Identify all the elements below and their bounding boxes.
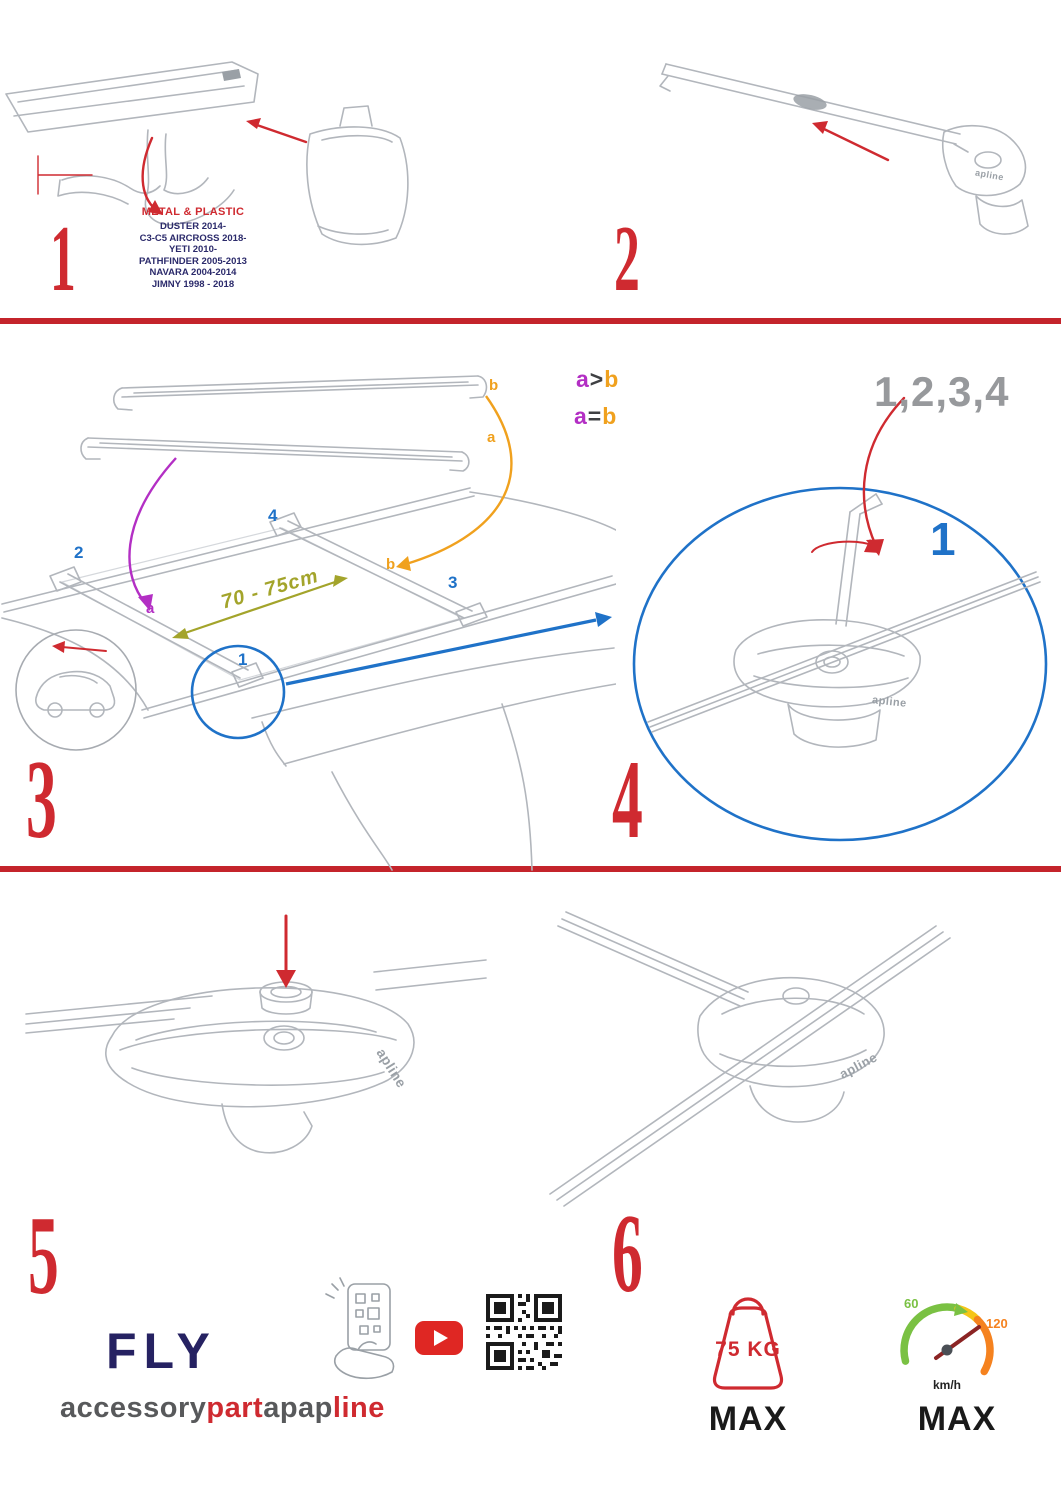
model-item: JIMNY 1998 - 2018 [151, 278, 235, 290]
max-speed-gauge-icon [900, 1303, 994, 1376]
detail-arrow [285, 612, 612, 686]
brand-ap: ap [298, 1392, 333, 1424]
legend-a: a [574, 403, 588, 429]
brand-ap: ap [263, 1392, 299, 1424]
step1-red-arrows [37, 118, 308, 215]
roof-pos-a-label: a [146, 600, 155, 617]
step-5-number: 5 [28, 1194, 59, 1318]
detail-circle-number: 1 [238, 650, 248, 669]
brand-accessory: accessory [60, 1392, 207, 1424]
bar-logo-patch [222, 69, 241, 81]
speed-low-tick: 60 [904, 1296, 919, 1311]
legend-row-2: a=b [574, 403, 617, 430]
step-6-number: 6 [612, 1192, 643, 1316]
model-item: C3-C5 AIRCROSS 2018- [139, 232, 247, 244]
model-item: PATHFINDER 2005-2013 [139, 255, 247, 267]
youtube-icon [415, 1321, 463, 1355]
legend-op: > [589, 366, 605, 392]
gauge-green-arrowhead [954, 1303, 968, 1316]
legend-b: b [602, 403, 618, 429]
max-weight-label: MAX [708, 1400, 788, 1438]
loose-bar-b-label: b [489, 377, 499, 394]
gauge-needle [934, 1325, 981, 1360]
car-direction-inset [15, 629, 137, 751]
legend-a: a [576, 366, 590, 392]
divider-top [0, 318, 1061, 324]
model-item: DUSTER 2014- [160, 221, 226, 232]
step2-red-arrow [812, 121, 890, 162]
qr-code-icon [486, 1294, 562, 1370]
roof-pos-b-label: b [386, 556, 396, 573]
brand-line: line [332, 1392, 385, 1424]
right-side-number: 3 [448, 573, 458, 592]
speed-unit-label: km/h [932, 1378, 961, 1392]
model-item: YETI 2010- [168, 244, 218, 255]
phone-scan-icon [325, 1277, 395, 1380]
bar-b-curve [396, 395, 513, 571]
rear-bar-number: 4 [268, 506, 278, 525]
step1-clamp-diagram [5, 61, 409, 246]
step5-knob-diagram [25, 914, 487, 1154]
legend-op: = [587, 403, 603, 429]
brand-part: part [206, 1392, 264, 1424]
bar-end-slot [793, 94, 827, 110]
step-1-number: 1 [50, 207, 76, 311]
sequence-first-reference: 1 [930, 513, 956, 565]
front-bar-number: 2 [74, 543, 84, 562]
zoom-ellipse [632, 486, 1048, 842]
speed-high-tick: 120 [986, 1316, 1008, 1331]
tighten-sequence: 1,2,3,4 [874, 368, 1010, 415]
gauge-pivot [941, 1344, 953, 1356]
loose-bar-a-label: a [487, 429, 496, 446]
step1-material-title: METAL & PLASTIC [141, 206, 245, 218]
fly-logo: FLY [106, 1323, 217, 1379]
max-speed-label: MAX [917, 1400, 997, 1438]
step-2-number: 2 [614, 207, 640, 311]
step3-roof-diagram [1, 375, 616, 871]
detail-circle [190, 644, 286, 740]
legend-b: b [604, 366, 620, 392]
step1-model-list: DUSTER 2014- C3-C5 AIRCROSS 2018- YETI 2… [104, 221, 282, 290]
legend-row-1: a>b [576, 366, 619, 393]
brand-wordmark: accessorypartapapline [60, 1392, 385, 1425]
distance-arrow [172, 575, 348, 639]
step6-mounted-diagram [549, 911, 951, 1207]
bar-a-curve [128, 457, 177, 611]
divider-bottom [0, 866, 1061, 872]
press-arrow [276, 914, 296, 988]
sequence-arrow [862, 396, 906, 556]
model-item: NAVARA 2004-2014 [149, 267, 237, 278]
max-weight-icon [712, 1297, 784, 1390]
step2-bar-diagram [659, 63, 1029, 235]
step4-tightening-diagram [632, 486, 1048, 842]
step-4-number: 4 [612, 738, 643, 862]
max-weight-value: 75 KG [715, 1338, 781, 1361]
step-3-number: 3 [26, 738, 57, 862]
